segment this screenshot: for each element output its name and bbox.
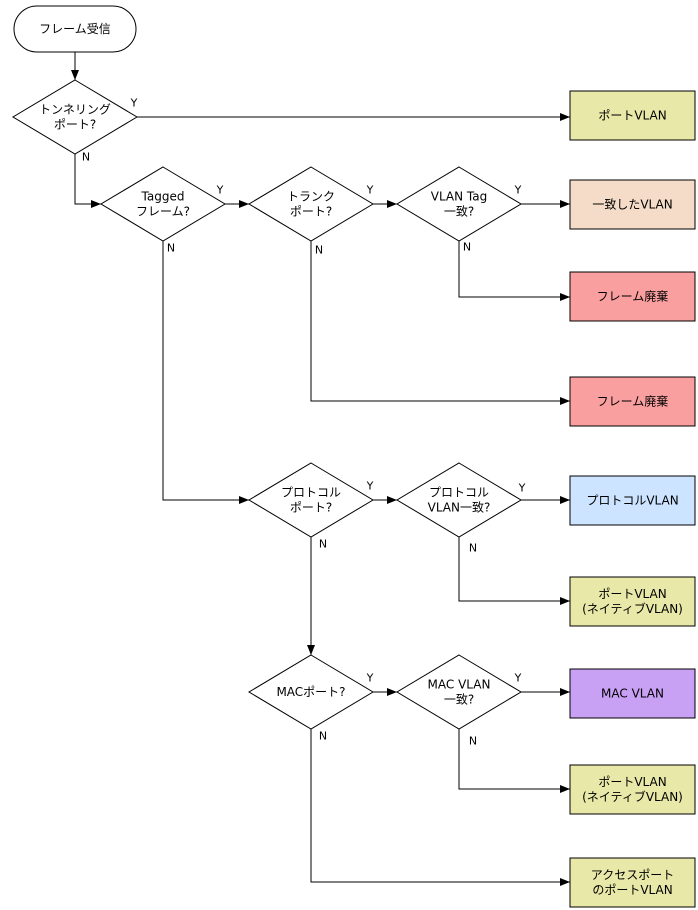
decision-tunneling-label-line-1: トンネリング (39, 103, 111, 117)
decision-mac-port: MACポート? (248, 654, 374, 730)
decision-mac-vlan-label-line-2: 一致? (444, 693, 474, 707)
connector-arrow (458, 729, 570, 793)
decision-mac-vlan: MAC VLAN一致? (396, 654, 522, 730)
connector-arrow (310, 241, 570, 405)
decision-vlan-tag-label-line-1: VLAN Tag (431, 190, 487, 204)
result-native-vlan-2-label-line-1: ポートVLAN (598, 775, 666, 789)
branch-label-no: N (469, 542, 477, 555)
branch-label-yes: Y (366, 672, 374, 685)
branch-label-no: N (469, 735, 477, 748)
result-native-vlan-1-label-line-1: ポートVLAN (598, 587, 666, 601)
branch-label-no: N (82, 151, 90, 164)
branch-label-no: N (463, 241, 471, 254)
branch-label-yes: Y (514, 184, 522, 197)
decision-protocol-port-label-line-1: プロトコル (281, 486, 341, 500)
result-discard-1-label-line-1: フレーム廃棄 (597, 289, 669, 304)
decision-mac-vlan-label-line-1: MAC VLAN (428, 678, 491, 692)
connector-arrow (310, 729, 570, 886)
decision-tunneling-label-line-2: ポート? (54, 118, 96, 132)
decision-trunk-label-line-1: トランク (287, 190, 335, 204)
result-matched-vlan: 一致したVLAN (569, 179, 696, 230)
result-native-vlan-2-label-line-2: (ネイティブVLAN) (582, 789, 683, 804)
decision-protocol-port-label-line-2: ポート? (290, 501, 332, 515)
result-discard-2: フレーム廃棄 (569, 376, 696, 427)
decision-trunk-label-line-2: ポート? (290, 205, 332, 219)
result-protocol-vlan: プロトコルVLAN (569, 475, 696, 526)
result-access-port-vlan-label-line-1: アクセスポート (591, 868, 674, 882)
branch-label-yes: Y (518, 482, 526, 495)
start-terminator: フレーム受信 (13, 5, 137, 53)
branch-label-yes: Y (514, 672, 522, 685)
branch-label-no: N (319, 730, 327, 743)
connector-arrow (74, 154, 101, 208)
connector-arrow (162, 241, 249, 504)
decision-mac-port-label-line-1: MACポート? (276, 685, 345, 699)
result-matched-vlan-label-line-1: 一致したVLAN (592, 198, 672, 212)
result-mac-vlan: MAC VLAN (569, 668, 696, 719)
branch-label-yes: Y (216, 184, 224, 197)
result-native-vlan-1-label-line-2: (ネイティブVLAN) (582, 601, 683, 616)
connector-arrow (458, 537, 570, 605)
result-port-vlan-label-line-1: ポートVLAN (598, 109, 666, 123)
decision-protocol-vlan-label-line-2: VLAN一致? (428, 501, 491, 515)
connector-arrow (458, 241, 570, 301)
branch-label-no: N (319, 538, 327, 551)
result-native-vlan-2: ポートVLAN(ネイティブVLAN) (569, 764, 696, 815)
branch-label-yes: Y (366, 480, 374, 493)
decision-vlan-tag-label-line-2: 一致? (444, 205, 474, 219)
start-label: フレーム受信 (39, 22, 111, 36)
decision-tagged-label-line-2: フレーム? (136, 205, 190, 219)
branch-label-no: N (167, 242, 175, 255)
result-discard-1: フレーム廃棄 (569, 271, 696, 322)
result-protocol-vlan-label-line-1: プロトコルVLAN (586, 494, 678, 508)
branch-label-no: N (315, 244, 323, 257)
branch-label-yes: Y (130, 97, 138, 110)
result-discard-2-label-line-1: フレーム廃棄 (597, 394, 669, 409)
result-access-port-vlan-label-line-2: のポートVLAN (592, 883, 672, 897)
result-native-vlan-1: ポートVLAN(ネイティブVLAN) (569, 576, 696, 627)
result-port-vlan: ポートVLAN (569, 90, 696, 141)
decision-protocol-vlan-label-line-1: プロトコル (429, 486, 489, 500)
branch-label-yes: Y (366, 184, 374, 197)
result-mac-vlan-label-line-1: MAC VLAN (601, 687, 664, 701)
decision-tagged-label-line-1: Tagged (141, 190, 185, 204)
